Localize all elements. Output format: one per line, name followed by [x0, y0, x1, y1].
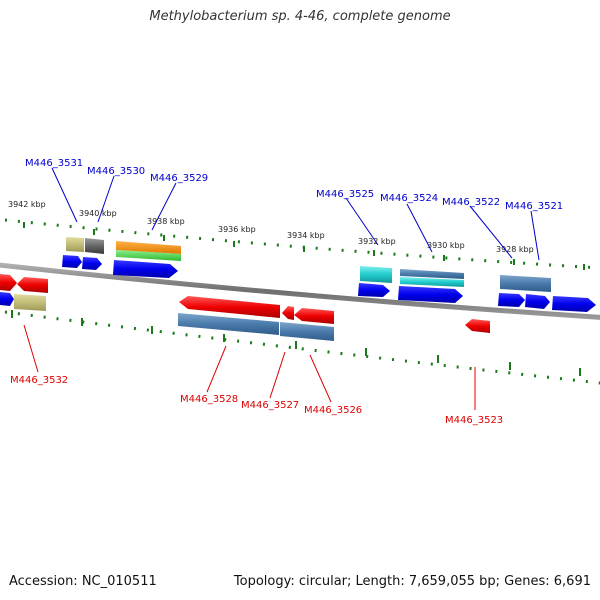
gene-feature	[17, 277, 48, 293]
genome-summary-text: Topology: circular; Length: 7,659,055 bp…	[233, 574, 591, 589]
kbp-label: 3930 kbp	[427, 241, 465, 250]
gene-feature	[179, 296, 280, 318]
gene-label[interactable]: M446_3525	[316, 189, 374, 200]
gene-feature	[525, 294, 550, 309]
gene-feature	[66, 237, 84, 252]
gene-feature	[85, 238, 104, 254]
kbp-label: 3928 kbp	[496, 245, 534, 254]
reverse-gene-labels: M446_3532 M446_3528 M446_3527 M446_3526 …	[10, 375, 503, 426]
gene-feature	[62, 255, 82, 268]
kbp-label: 3932 kbp	[358, 237, 396, 246]
gene-feature	[178, 313, 279, 335]
reverse-leader-lines	[23, 324, 476, 410]
gene-label[interactable]: M446_3530	[87, 166, 145, 177]
gene-feature	[498, 293, 525, 307]
forward-strand-genes	[62, 237, 596, 312]
accession-text: Accession: NC_010511	[9, 574, 157, 589]
kbp-label: 3936 kbp	[218, 225, 256, 234]
reverse-tick-track	[4, 310, 600, 385]
gene-label[interactable]: M446_3523	[445, 415, 503, 426]
kbp-label: 3940 kbp	[79, 209, 117, 218]
gene-label[interactable]: M446_3529	[150, 173, 208, 184]
gene-feature	[398, 286, 463, 303]
genome-backbone	[0, 262, 600, 320]
gene-feature	[358, 283, 390, 297]
gene-label[interactable]: M446_3531	[25, 158, 83, 169]
gene-feature	[282, 306, 294, 320]
gene-feature	[116, 241, 181, 254]
gene-label[interactable]: M446_3524	[380, 193, 438, 204]
gene-label[interactable]: M446_3521	[505, 201, 563, 212]
gene-feature	[280, 322, 334, 341]
gene-feature	[0, 274, 17, 291]
gene-feature	[500, 275, 551, 292]
gene-label[interactable]: M446_3527	[241, 400, 299, 411]
gene-label[interactable]: M446_3522	[442, 197, 500, 208]
gene-feature	[113, 260, 178, 278]
gene-label[interactable]: M446_3528	[180, 394, 238, 405]
kbp-labels: 3942 kbp 3940 kbp 3938 kbp 3936 kbp 3934…	[8, 200, 534, 254]
forward-leader-lines	[51, 167, 540, 261]
kbp-label: 3942 kbp	[8, 200, 46, 209]
forward-gene-labels: M446_3531 M446_3530 M446_3529 M446_3525 …	[25, 158, 563, 212]
gene-feature	[552, 296, 596, 312]
map-title: Methylobacterium sp. 4-46, complete geno…	[149, 9, 451, 24]
gene-feature	[0, 292, 14, 306]
gene-feature	[116, 250, 181, 261]
gene-label[interactable]: M446_3526	[304, 405, 362, 416]
gene-feature	[465, 319, 490, 333]
kbp-label: 3938 kbp	[147, 217, 185, 226]
gene-label[interactable]: M446_3532	[10, 375, 68, 386]
reverse-strand-genes	[0, 274, 490, 341]
gene-feature	[14, 294, 46, 311]
gene-feature	[400, 277, 464, 287]
kbp-label: 3934 kbp	[287, 231, 325, 240]
major-ticks-top	[23, 222, 585, 270]
gene-feature	[294, 308, 334, 324]
major-ticks-bottom	[11, 310, 581, 376]
gene-feature	[400, 269, 464, 279]
gene-feature	[82, 257, 102, 270]
gene-feature	[360, 266, 392, 283]
